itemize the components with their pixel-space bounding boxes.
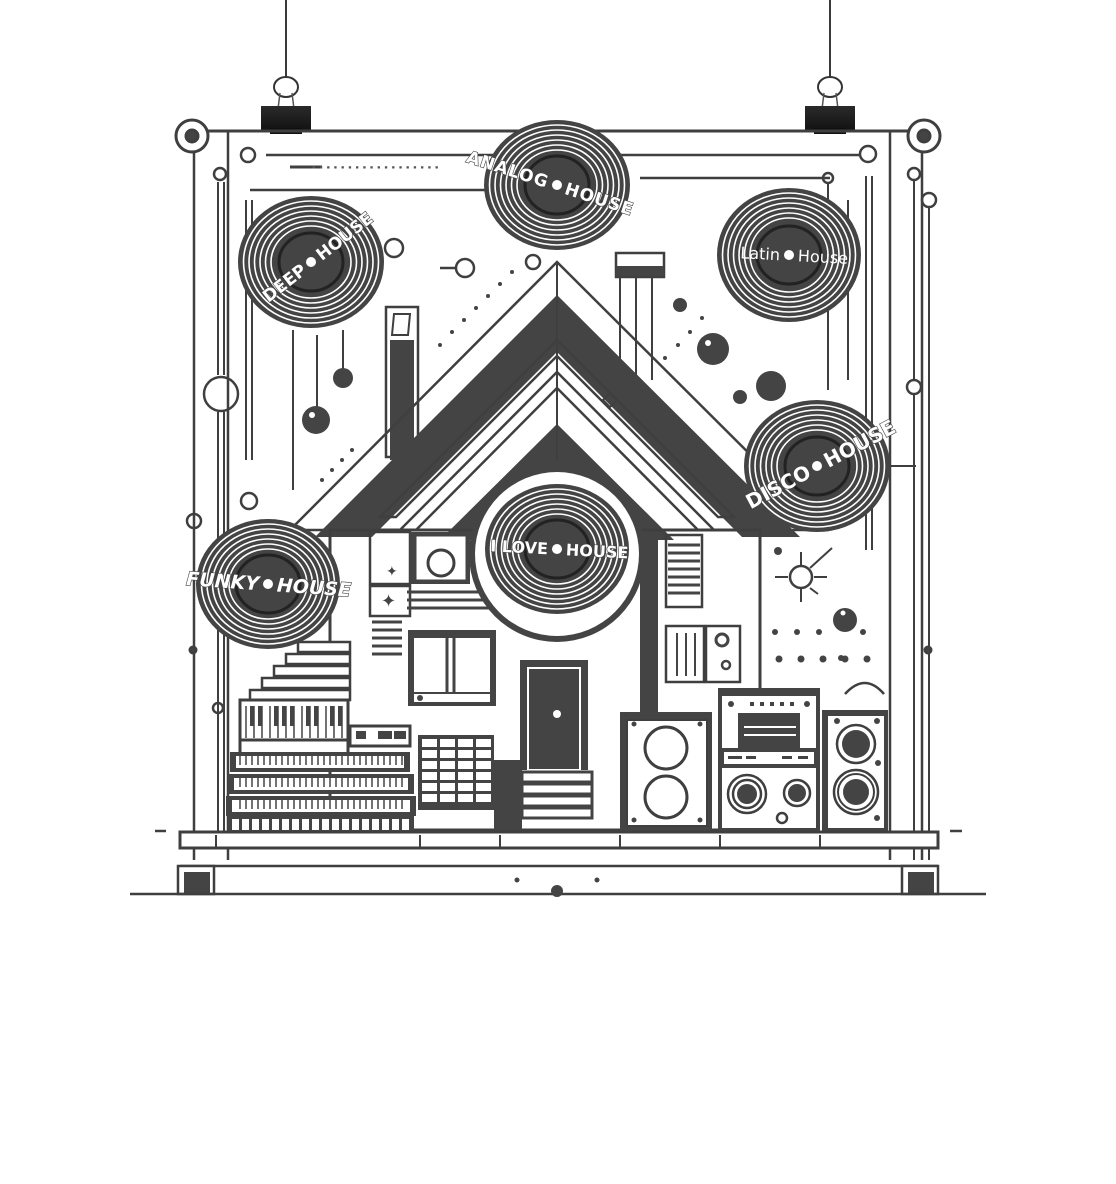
- record-groove: [765, 419, 869, 513]
- record-groove: [489, 488, 625, 610]
- record-spindle-hole: [784, 250, 794, 260]
- stage-base: [130, 829, 986, 897]
- piano-keys: [245, 706, 343, 738]
- record-groove: [727, 197, 851, 313]
- record-spindle-hole: [263, 579, 273, 589]
- record-groove: [517, 513, 597, 585]
- svg-text:✦: ✦: [386, 564, 398, 580]
- vinyl-record-latin: Latin House: [717, 188, 861, 322]
- record-groove: [770, 424, 864, 508]
- record-groove: [264, 220, 358, 304]
- record-groove: [506, 503, 608, 595]
- record-groove: [505, 139, 609, 231]
- record-title-right: HOUSE: [276, 574, 352, 601]
- record-spindle-hole: [552, 180, 562, 190]
- record-groove: [228, 548, 308, 620]
- record-groove: [516, 149, 598, 221]
- fine-print: ▪ ▪ ▪ ▪ ▪ ▪ ▪ ▪ ▪ ▪ ▪ ▪ ▪ ▪ ▪ ▪ ▪ ▪: [312, 164, 438, 171]
- record-title-right: House: [797, 246, 848, 268]
- record-groove: [494, 129, 620, 241]
- record-groove: [748, 404, 886, 528]
- record-groove: [488, 124, 626, 246]
- record-groove: [499, 134, 615, 236]
- synthesizer-stack: [226, 698, 522, 832]
- record-groove: [759, 414, 875, 518]
- record-groove: [211, 533, 325, 635]
- hanging-spheres: [292, 298, 857, 632]
- record-spindle-hole: [812, 461, 822, 471]
- speaker-system: [620, 681, 888, 833]
- record-groove: [200, 523, 336, 645]
- dotted-trails: [320, 270, 871, 663]
- record-title-right: HOUSE: [565, 540, 628, 562]
- record-groove: [242, 200, 380, 324]
- record-groove: [754, 409, 880, 523]
- record-groove: [721, 192, 857, 318]
- binder-clip-left-icon: [261, 0, 311, 134]
- vinyl-record-love: I LOVE HOUSE: [469, 466, 645, 642]
- record-groove: [738, 207, 840, 303]
- record-groove: [510, 144, 604, 226]
- record-groove: [222, 543, 314, 625]
- record-title: Latin House: [740, 243, 849, 268]
- record-groove: [500, 498, 614, 600]
- speaker-left-icon: [620, 712, 712, 832]
- boombox-icon: [718, 688, 820, 833]
- record-groove: [217, 538, 319, 630]
- house-body: ✦ ✦: [248, 528, 833, 832]
- record-title: I LOVE HOUSE: [489, 536, 629, 563]
- speaker-right-icon: [822, 710, 888, 833]
- record-groove: [495, 493, 619, 605]
- record-groove: [511, 508, 603, 590]
- record-groove: [776, 429, 858, 503]
- record-groove: [270, 225, 352, 299]
- record-spindle-hole: [306, 257, 316, 267]
- record-groove: [743, 212, 835, 298]
- record-title-left: I LOVE: [490, 536, 549, 558]
- hanging-clips: [261, 0, 855, 134]
- record-spindle-hole: [552, 544, 562, 554]
- binder-clip-right-icon: [805, 0, 855, 134]
- svg-text:✦: ✦: [381, 591, 396, 612]
- record-groove: [259, 215, 363, 309]
- record-groove: [248, 205, 374, 319]
- record-groove: [253, 210, 369, 314]
- record-groove: [749, 217, 829, 293]
- record-title-left: Latin: [740, 243, 781, 264]
- staircase: [248, 640, 352, 702]
- record-groove: [732, 202, 846, 308]
- record-groove: [206, 528, 330, 640]
- chimney: [384, 251, 666, 460]
